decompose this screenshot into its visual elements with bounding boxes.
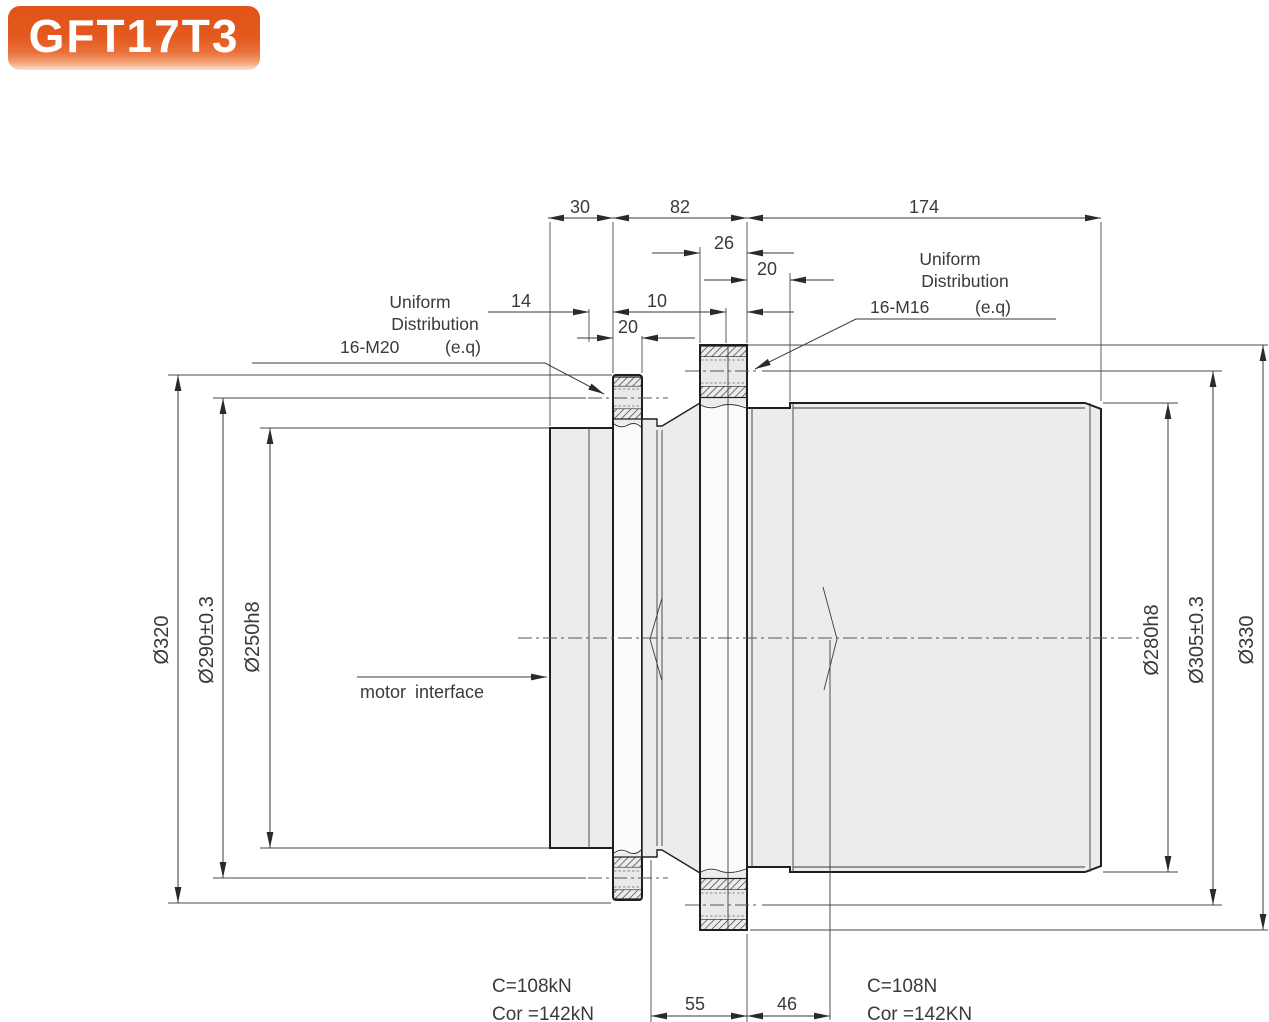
model-badge-label: GFT17T3 (28, 10, 240, 62)
hatch-band (612, 376, 643, 388)
dia-290: Ø290±0.3 (196, 596, 218, 684)
extension-lines (168, 222, 1268, 1022)
callout-left-16-M20: Uniform Distribution 16-M20 (e.q) (340, 292, 481, 357)
dim-55: 55 (685, 994, 705, 1014)
gear-mesh-mark-right (822, 586, 838, 691)
right-flange-bolt-hole (685, 345, 760, 931)
break-line (700, 403, 747, 409)
dim-14: 14 (511, 291, 531, 311)
callout-left-line1: Uniform (389, 292, 450, 312)
rating-left-c: C=108kN (492, 976, 572, 997)
dim-10: 10 (647, 291, 667, 311)
dim-174: 174 (909, 197, 939, 217)
hatch-band (699, 877, 748, 891)
dia-320: Ø320 (151, 616, 173, 665)
dim-82: 82 (670, 197, 690, 217)
dia-280: Ø280h8 (1141, 604, 1163, 675)
callout-right-bolt: 16-M16 (870, 297, 929, 317)
hatch-band (699, 345, 748, 358)
diameter-labels: Ø320 Ø290±0.3 Ø250h8 Ø280h8 Ø305±0.3 Ø33… (151, 596, 1258, 684)
leader-16-M20 (252, 362, 605, 395)
right-flange-face (701, 406, 746, 871)
leader-16-M16 (754, 318, 1056, 370)
left-flange-face (614, 425, 641, 852)
dia-330: Ø330 (1236, 616, 1258, 665)
dimension-labels: 30 82 174 26 20 14 10 20 55 46 (511, 197, 939, 1014)
dim-30: 30 (570, 197, 590, 217)
dia-305: Ø305±0.3 (1186, 596, 1208, 684)
dim-20-left: 20 (618, 317, 638, 337)
callout-left-line2: Distribution (391, 314, 479, 334)
rating-left-cor: Cor =142kN (492, 1004, 594, 1022)
callout-right-16-M16: Uniform Distribution 16-M16 (e.q) (870, 249, 1011, 317)
bolt-hole (614, 386, 641, 409)
break-line (700, 868, 747, 874)
dim-26: 26 (714, 233, 734, 253)
callout-right-eq: (e.q) (975, 297, 1011, 317)
load-ratings: C=108kN Cor =142kN C=108N Cor =142KN (492, 976, 972, 1022)
rating-right-c: C=108N (867, 976, 937, 997)
break-line (613, 849, 642, 855)
motor-interface-label: motor interface (360, 682, 484, 702)
hatch-band (612, 407, 643, 420)
dimension-lines (174, 214, 1267, 1020)
hatch-band (612, 888, 643, 900)
gear-mesh-mark-left (649, 597, 663, 682)
callout-right-line1: Uniform (919, 249, 980, 269)
model-badge: GFT17T3 (8, 6, 260, 70)
right-housing (746, 402, 1102, 873)
bolt-hole (701, 890, 746, 919)
rating-right-cor: Cor =142KN (867, 1004, 972, 1022)
left-flange-bolt-hole (588, 376, 668, 900)
hatch-band (699, 385, 748, 399)
callout-left-bolt: 16-M20 (340, 337, 400, 357)
hatch-band (699, 918, 748, 931)
hatch-band (612, 856, 643, 869)
bolt-hole (701, 357, 746, 386)
dia-250: Ø250h8 (242, 601, 264, 672)
dim-20-right: 20 (757, 259, 777, 279)
break-line (613, 422, 642, 428)
bolt-hole (614, 867, 641, 890)
callout-left-eq: (e.q) (445, 337, 481, 357)
dim-46: 46 (777, 994, 797, 1014)
callout-right-line2: Distribution (921, 271, 1009, 291)
